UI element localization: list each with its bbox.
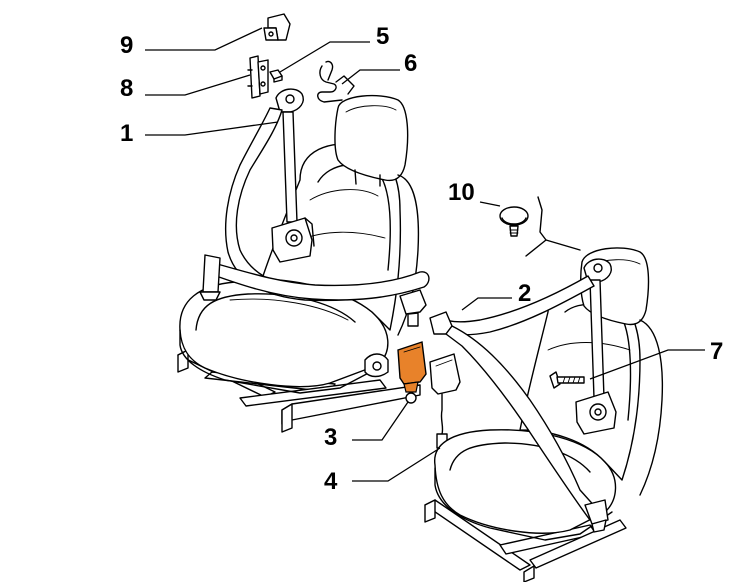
right-belt-assembly <box>429 258 617 533</box>
leader-2 <box>461 297 512 311</box>
leader-8 <box>145 74 251 96</box>
buckle-part-3 <box>397 341 427 404</box>
bracket-part-9 <box>263 13 291 41</box>
leader-lines <box>145 27 705 482</box>
leader-4 <box>352 447 441 482</box>
cap-part-10 <box>499 206 529 237</box>
bolt-part-7 <box>549 371 585 389</box>
left-seat-cushion <box>179 280 389 394</box>
clip-part-5 <box>269 69 283 83</box>
callout-1: 1 <box>120 120 133 147</box>
leader-10 <box>479 201 501 207</box>
callout-4: 4 <box>324 468 338 495</box>
callout-9: 9 <box>120 32 133 59</box>
part-10-bracket <box>537 196 581 251</box>
callout-5: 5 <box>376 23 389 50</box>
leader-5 <box>279 41 370 73</box>
buckle-part-4 <box>429 353 461 449</box>
part-10-bracket-lower <box>525 239 547 257</box>
leader-1 <box>145 121 279 136</box>
left-upper-anchor <box>275 88 304 113</box>
callout-7: 7 <box>710 338 723 365</box>
left-belt-assembly <box>199 88 430 327</box>
buckle-body <box>397 341 427 385</box>
leader-7 <box>589 349 705 380</box>
leader-9 <box>145 27 263 51</box>
callout-8: 8 <box>120 75 133 102</box>
callout-10: 10 <box>448 179 475 206</box>
callout-6: 6 <box>404 50 417 77</box>
left-belt-tongue <box>399 289 427 315</box>
right-seat-cushion <box>434 429 617 534</box>
leader-3 <box>352 401 409 441</box>
callout-3: 3 <box>324 424 337 451</box>
callouts: 9 8 1 5 6 10 2 7 3 4 <box>120 23 723 495</box>
callout-2: 2 <box>518 280 531 307</box>
leader-6 <box>341 69 400 85</box>
spring-part-6 <box>317 60 355 103</box>
adjuster-part-8 <box>247 55 269 99</box>
